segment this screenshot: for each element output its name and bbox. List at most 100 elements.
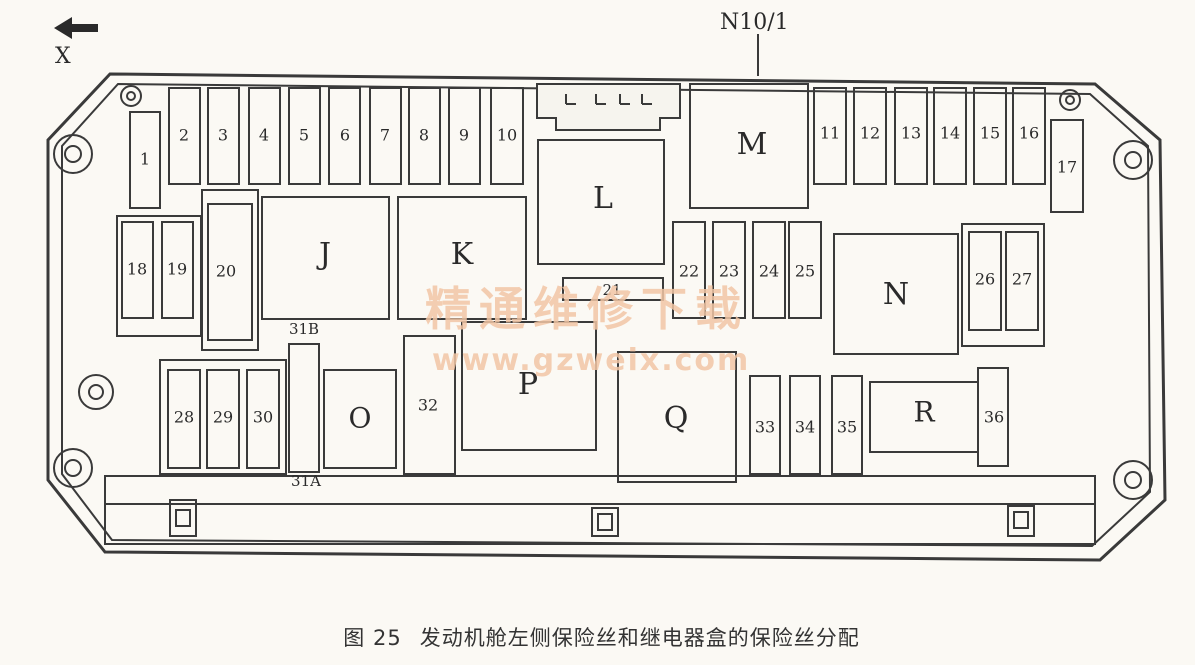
fuse-10: 10 bbox=[490, 87, 524, 185]
fuse-20: 20 bbox=[207, 203, 253, 341]
fuse-16: 16 bbox=[1012, 87, 1046, 185]
direction-arrow-icon bbox=[54, 17, 98, 39]
fuse-label: 16 bbox=[1019, 124, 1039, 143]
fuse-18: 18 bbox=[121, 221, 154, 319]
fuse-26: 26 bbox=[968, 231, 1002, 331]
fuse-36: 36 bbox=[977, 367, 1009, 467]
bolt-icon bbox=[1113, 140, 1153, 180]
fuse-11: 11 bbox=[813, 87, 847, 185]
relay-label: L bbox=[593, 181, 613, 216]
screw-icon bbox=[1059, 89, 1081, 111]
fuse-label: 27 bbox=[1012, 270, 1032, 289]
watermark-url: www.gzweix.com bbox=[432, 343, 751, 378]
fuse-3: 3 bbox=[207, 87, 240, 185]
fuse-15: 15 bbox=[973, 87, 1007, 185]
fuse-34: 34 bbox=[789, 375, 821, 475]
relay-l: L bbox=[537, 139, 665, 265]
fuse-label: 5 bbox=[299, 126, 309, 145]
relay-label: Q bbox=[664, 401, 689, 436]
fuse-label: 12 bbox=[860, 124, 880, 143]
fuse-label-31a: 31A bbox=[291, 472, 321, 490]
direction-label-x: X bbox=[55, 44, 71, 69]
fuse-label: 4 bbox=[259, 126, 269, 145]
relay-j: J bbox=[261, 196, 390, 320]
fuse-label: 18 bbox=[127, 260, 147, 279]
mount-slot-center-hole bbox=[597, 513, 613, 531]
fuse-label: 19 bbox=[167, 260, 187, 279]
relay-p: P bbox=[461, 321, 597, 451]
fuse-label: 35 bbox=[837, 418, 857, 437]
mount-slot-left-hole bbox=[175, 509, 191, 527]
relay-q: Q bbox=[617, 351, 737, 483]
fuse-label: 1 bbox=[140, 150, 150, 169]
top-connector bbox=[536, 83, 681, 131]
fuse-label: 21 bbox=[602, 281, 621, 299]
relay-k: K bbox=[397, 196, 527, 320]
bolt-icon bbox=[53, 448, 93, 488]
fuse-label: 11 bbox=[820, 124, 840, 143]
fuse-label: 36 bbox=[984, 408, 1004, 427]
fuse-33: 33 bbox=[749, 375, 781, 475]
fuse-17: 17 bbox=[1050, 119, 1084, 213]
fuse-32: 32 bbox=[403, 335, 456, 475]
bottom-mount-strip bbox=[104, 503, 1096, 545]
mount-slot-right bbox=[1007, 505, 1035, 537]
fuse-label: 34 bbox=[795, 418, 815, 437]
fuse-label-31b: 31B bbox=[289, 320, 319, 338]
figure-caption-text: 发动机舱左侧保险丝和继电器盒的保险丝分配 bbox=[419, 626, 860, 650]
mount-slot-center bbox=[591, 507, 619, 537]
fuse-label: 7 bbox=[380, 126, 390, 145]
fuse-6: 6 bbox=[328, 87, 361, 185]
fuse-label: 6 bbox=[340, 126, 350, 145]
fuse-1: 1 bbox=[129, 111, 161, 209]
figure-caption: 图 25 发动机舱左侧保险丝和继电器盒的保险丝分配 bbox=[0, 622, 1195, 652]
screw-icon bbox=[120, 85, 142, 107]
fuse-9: 9 bbox=[448, 87, 481, 185]
fuse-19: 19 bbox=[161, 221, 194, 319]
fuse-label: 15 bbox=[980, 124, 1000, 143]
fuse-label: 8 bbox=[419, 126, 429, 145]
fuse-25: 25 bbox=[788, 221, 822, 319]
fuse-14: 14 bbox=[933, 87, 967, 185]
housing-outline bbox=[46, 72, 1167, 562]
fuse-label: 33 bbox=[755, 418, 775, 437]
fuse-35: 35 bbox=[831, 375, 863, 475]
fuse-23: 23 bbox=[712, 221, 746, 319]
fuse-label: 29 bbox=[213, 408, 233, 427]
fuse-label: 28 bbox=[174, 408, 194, 427]
fuse-22: 22 bbox=[672, 221, 706, 319]
bolt-icon bbox=[1113, 460, 1153, 500]
fuse-label: 14 bbox=[940, 124, 960, 143]
relay-n: N bbox=[833, 233, 959, 355]
relay-label: O bbox=[349, 402, 372, 435]
fuse-label: 20 bbox=[216, 262, 236, 281]
fuse-group-20 bbox=[201, 189, 259, 351]
fuse-label: 25 bbox=[795, 262, 815, 281]
fuse-label: 10 bbox=[497, 126, 517, 145]
figure-number: 图 25 bbox=[343, 626, 402, 650]
fuse-group-26-27 bbox=[961, 223, 1045, 347]
fuse-label: 24 bbox=[759, 262, 779, 281]
fuse-label: 13 bbox=[901, 124, 921, 143]
fuse-label: 17 bbox=[1057, 158, 1077, 177]
relay-label: J bbox=[316, 237, 331, 272]
housing-inner-outline bbox=[61, 82, 1152, 548]
relay-label: P bbox=[518, 367, 538, 402]
fuse-29: 29 bbox=[206, 369, 240, 469]
relay-label: N bbox=[883, 277, 909, 312]
mount-slot-right-hole bbox=[1013, 511, 1029, 529]
fuse-27: 27 bbox=[1005, 231, 1039, 331]
fuse-12: 12 bbox=[853, 87, 887, 185]
fuse-21: 21 bbox=[562, 277, 664, 301]
fuse-label: 22 bbox=[679, 262, 699, 281]
fuse-label: 9 bbox=[459, 126, 469, 145]
fuse-28: 28 bbox=[167, 369, 201, 469]
relay-label: R bbox=[913, 396, 935, 429]
watermark-text: 精通维修下载 bbox=[425, 282, 749, 336]
relay-m: M bbox=[689, 83, 809, 209]
fuse-label: 23 bbox=[719, 262, 739, 281]
relay-o: O bbox=[323, 369, 397, 469]
fuse-label: 2 bbox=[179, 126, 189, 145]
